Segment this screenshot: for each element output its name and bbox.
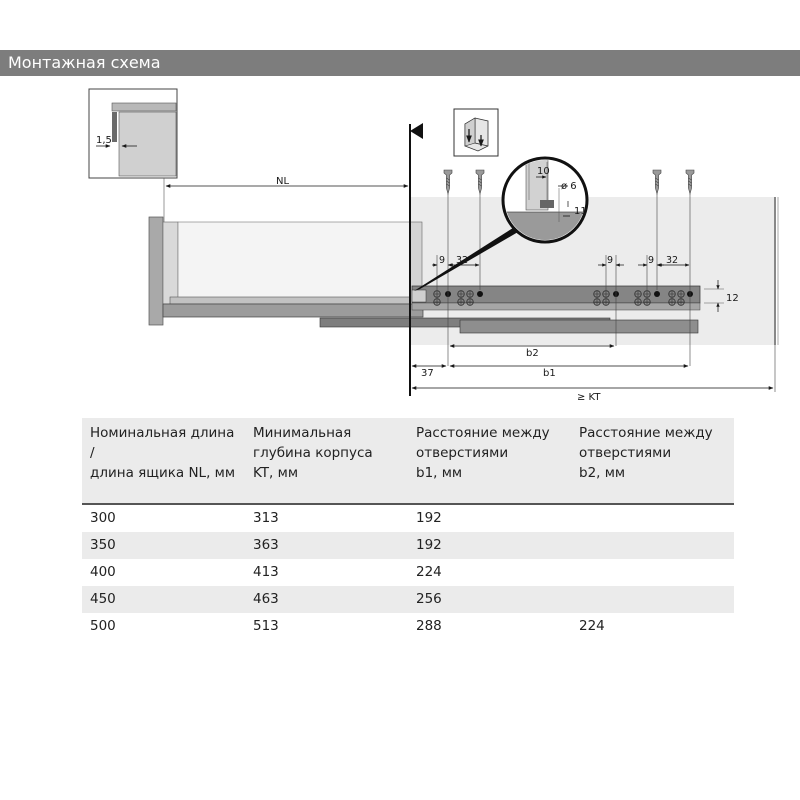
- cell-b1: 224: [416, 564, 442, 580]
- cell-nl: 450: [82, 586, 245, 613]
- cell-nl: 500: [90, 618, 116, 634]
- header-b1: Расстояние между отверстиями b1, мм: [408, 418, 571, 505]
- cell-nl: 400: [90, 564, 116, 580]
- cell-b2: [571, 532, 734, 559]
- mounting-diagram: 1,5 NL: [88, 88, 779, 403]
- cell-b1: 192: [408, 532, 571, 559]
- cabinet-corner-icon: [453, 108, 499, 157]
- table-row: 500 513 288 224: [82, 613, 734, 640]
- cell-b1: 256: [408, 586, 571, 613]
- height-12-dimension: 12: [704, 280, 739, 312]
- cell-b2: [571, 504, 734, 532]
- hole-axis-lines: [436, 194, 776, 392]
- header-bar: Монтажная схема: [0, 50, 800, 76]
- table-row: 300 313 192: [82, 504, 734, 532]
- cell-nl: 300: [90, 510, 116, 526]
- back-wall: [774, 197, 779, 345]
- cell-b2: [571, 559, 734, 586]
- front-gap-inset: 1,5: [88, 88, 178, 179]
- pitch-left-a: 9: [439, 255, 445, 266]
- table-row: 400 413 224: [82, 559, 734, 586]
- spec-table: Номинальная длина / длина ящика NL, мм М…: [82, 418, 734, 640]
- header-kt: Минимальная глубина корпуса KT, мм: [245, 418, 408, 505]
- detail-leader: [414, 226, 518, 291]
- runner-rail: [319, 285, 701, 334]
- pitch-right-c: 32: [666, 255, 678, 266]
- pitch-left-b: 32: [456, 255, 468, 266]
- inset-gap-label: 1,5: [96, 135, 112, 146]
- cell-b2: [571, 586, 734, 613]
- cell-kt: 313: [253, 510, 279, 526]
- spec-table-wrap: Номинальная длина / длина ящика NL, мм М…: [82, 418, 734, 640]
- table-header-row: Номинальная длина / длина ящика NL, мм М…: [82, 418, 734, 505]
- hole-pitch-dimensions: 9 32 9 9 32: [432, 255, 690, 267]
- cell-b1: 192: [416, 510, 442, 526]
- b1-label: b1: [543, 368, 556, 379]
- pitch-right-b: 9: [648, 255, 654, 266]
- kt-dimension: ≥ KT: [411, 386, 774, 403]
- b1-dimension: b1: [449, 364, 689, 379]
- b2-dimension: b2: [449, 344, 615, 359]
- kt-label: ≥ KT: [577, 392, 601, 403]
- drawer-assembly: [148, 216, 424, 326]
- height-12-label: 12: [726, 293, 739, 304]
- header-nl: Номинальная длина / длина ящика NL, мм: [82, 418, 245, 505]
- table-row: 450 463 256: [82, 586, 734, 613]
- header-b2: Расстояние между отверстиями b2, мм: [571, 418, 734, 505]
- detail-d6-label: ø 6: [561, 181, 577, 192]
- page-title: Монтажная схема: [8, 53, 161, 72]
- cell-b2: 224: [579, 618, 605, 634]
- cell-kt: 463: [245, 586, 408, 613]
- pitch-right-a: 9: [607, 255, 613, 266]
- cell-kt: 363: [245, 532, 408, 559]
- front-plane-arrow-icon: [409, 123, 423, 396]
- detail-11-label: 11: [574, 206, 587, 217]
- nl-dimension: NL: [163, 176, 409, 222]
- table-row: 350 363 192: [82, 532, 734, 559]
- cell-nl: 350: [82, 532, 245, 559]
- offset-37-label: 37: [421, 368, 434, 379]
- detail-magnifier: 10 ø 6 11: [501, 156, 589, 244]
- cell-kt: 513: [253, 618, 279, 634]
- b2-label: b2: [526, 348, 539, 359]
- cell-kt: 413: [253, 564, 279, 580]
- cell-b1: 288: [416, 618, 442, 634]
- offset-37-dimension: 37: [411, 364, 447, 379]
- nl-label: NL: [276, 176, 289, 187]
- detail-10-label: 10: [537, 166, 550, 177]
